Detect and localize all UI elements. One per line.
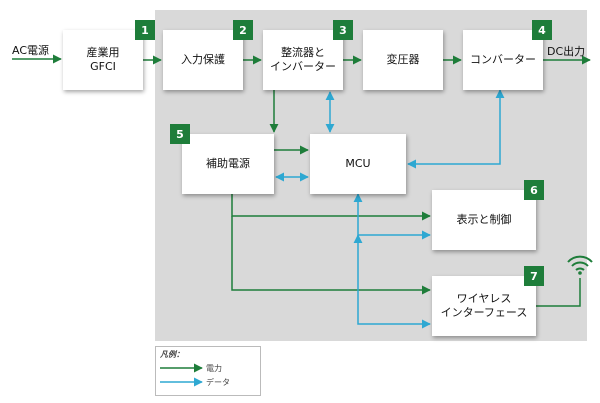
wireless-interface-block: ワイヤレス インターフェース	[432, 276, 536, 336]
badge-5: 5	[170, 124, 190, 144]
transformer-block: 変圧器	[363, 30, 443, 90]
badge-2: 2	[233, 20, 253, 40]
aux-power-label: 補助電源	[206, 157, 250, 170]
rectifier-inverter-block: 整流器と インバーター	[263, 30, 343, 90]
transformer-label: 変圧器	[386, 53, 420, 66]
mcu-label: MCU	[345, 157, 371, 170]
display-control-label: 表示と制御	[456, 213, 512, 226]
mcu-conv-data-arrow	[407, 89, 505, 169]
rectifier-inverter-label: 整流器と インバーター	[270, 46, 336, 73]
wireless-signal-icon	[567, 255, 593, 275]
aux-power-block: 補助電源	[182, 134, 274, 194]
converter-block: コンバーター	[463, 30, 543, 90]
legend-power-arrow	[160, 363, 203, 373]
wireless-interface-label: ワイヤレス インターフェース	[440, 292, 528, 319]
legend-power-label: 電力	[206, 364, 222, 373]
badge-7: 7	[524, 266, 544, 286]
legend-data-label: データ	[206, 378, 230, 387]
legend-title: 凡例：	[160, 350, 184, 359]
gfci-block: 産業用 GFCI	[63, 30, 143, 90]
mcu-block: MCU	[310, 134, 406, 194]
wireless-to-antenna-line	[536, 278, 581, 307]
display-control-block: 表示と制御	[432, 190, 536, 250]
legend-box: 凡例： 電力 データ	[155, 346, 261, 396]
ac-input-label: AC電源	[12, 44, 50, 57]
badge-6: 6	[524, 180, 544, 200]
converter-label: コンバーター	[470, 53, 536, 66]
input-protection-block: 入力保護	[163, 30, 243, 90]
input-protection-label: 入力保護	[181, 53, 225, 66]
legend-data-arrow	[160, 377, 203, 387]
mcu-wireless-data-arrow	[353, 234, 431, 329]
badge-1: 1	[135, 20, 155, 40]
badge-4: 4	[532, 20, 552, 40]
gfci-label: 産業用 GFCI	[86, 46, 120, 73]
dc-output-label: DC出力	[547, 45, 586, 58]
badge-3: 3	[333, 20, 353, 40]
